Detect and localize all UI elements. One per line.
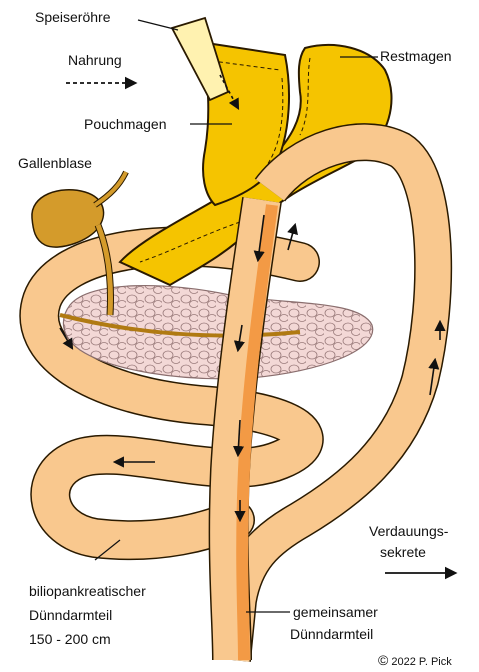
copyright-text: 2022 P. Pick bbox=[391, 656, 451, 668]
label-food: Nahrung bbox=[68, 52, 122, 69]
label-esophagus: Speiseröhre bbox=[35, 9, 111, 26]
label-common-limb-line1: gemeinsamer bbox=[293, 604, 378, 621]
label-pouch-stomach: Pouchmagen bbox=[84, 116, 167, 133]
label-remnant-stomach: Restmagen bbox=[380, 48, 452, 65]
label-secretions-line1: Verdauungs- bbox=[369, 523, 448, 540]
label-biliopancreatic-line1: biliopankreatischer bbox=[29, 583, 146, 600]
label-secretions-line2: sekrete bbox=[380, 544, 426, 561]
label-common-limb-line2: Dünndarmteil bbox=[290, 626, 373, 643]
copyright-notice: © 2022 P. Pick bbox=[378, 652, 452, 668]
label-gallbladder: Gallenblase bbox=[18, 155, 92, 172]
copyright-symbol: © bbox=[378, 652, 388, 668]
label-biliopancreatic-line2: Dünndarmteil bbox=[29, 607, 112, 624]
label-biliopancreatic-line3: 150 - 200 cm bbox=[29, 631, 111, 648]
